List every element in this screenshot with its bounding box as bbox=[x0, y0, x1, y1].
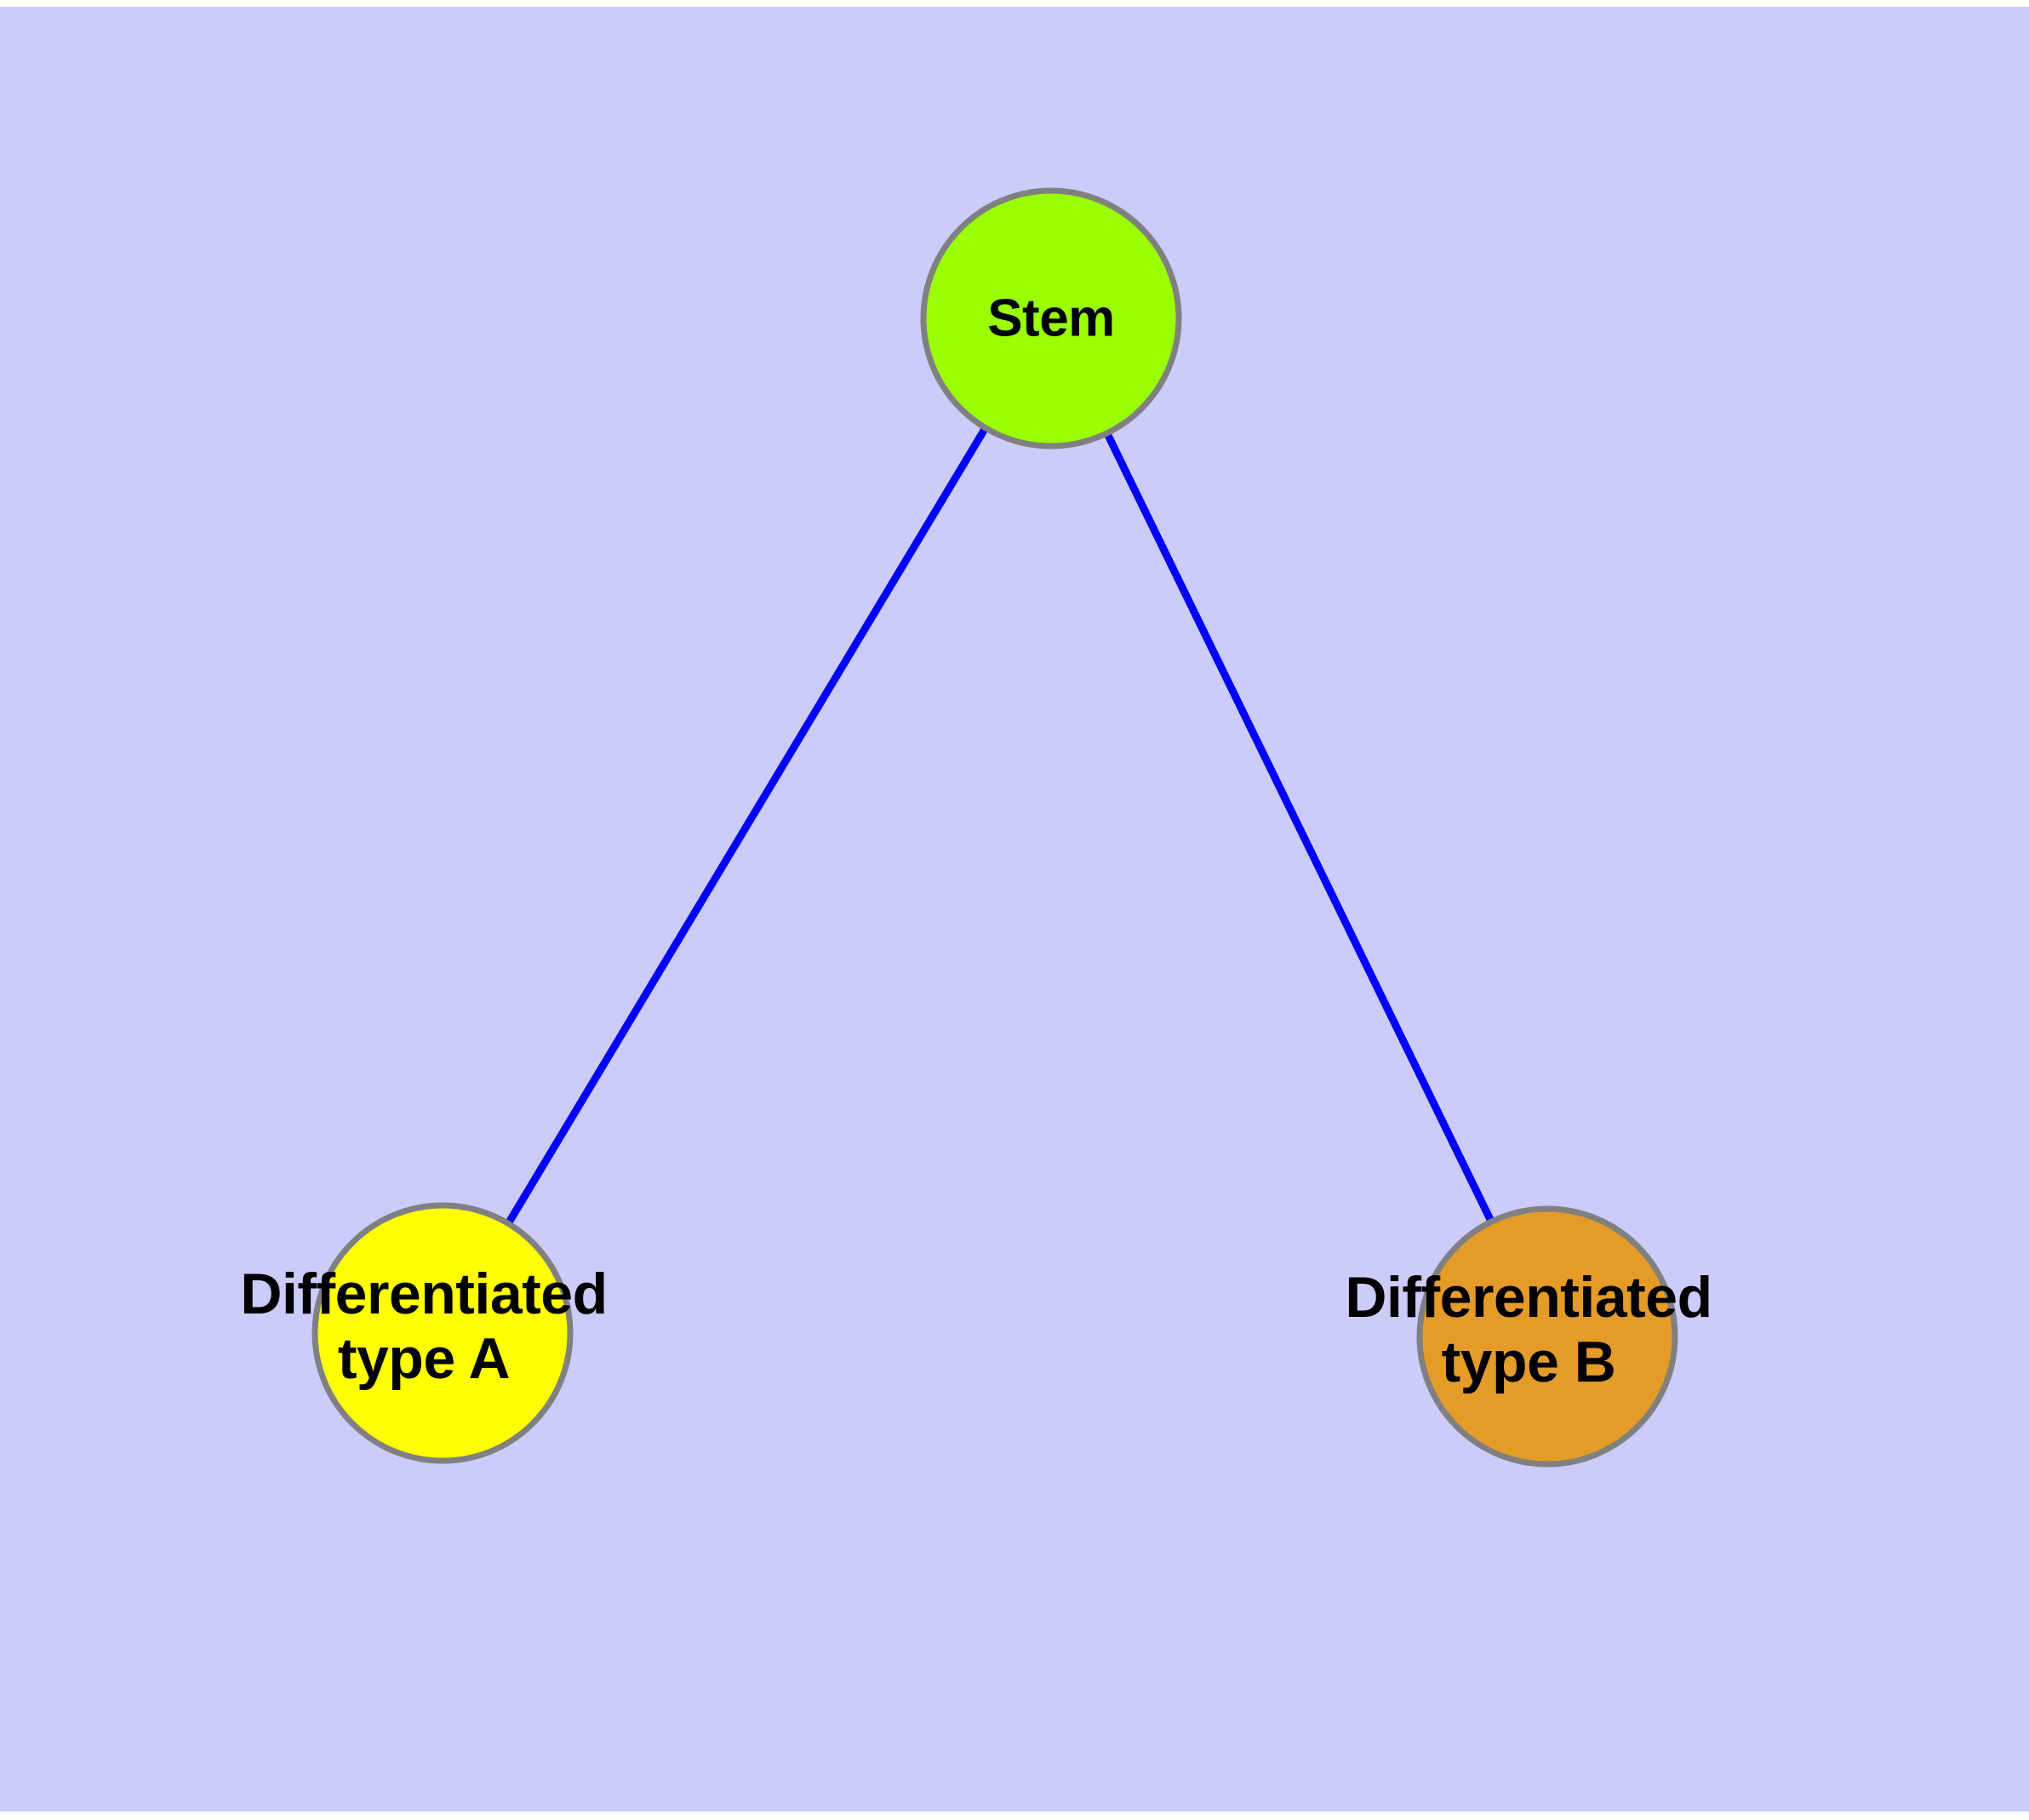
edge-stem-to-differentiated-type-a bbox=[439, 316, 1055, 1336]
edge-stem-to-differentiated-type-b bbox=[1047, 317, 1552, 1338]
node-differentiated-type-a[interactable] bbox=[311, 1202, 574, 1464]
node-stem[interactable] bbox=[920, 187, 1182, 449]
diagram-plot-area: Stem Differentiated type A Differentiate… bbox=[0, 7, 2029, 1811]
cell-differentiation-graph bbox=[311, 187, 1678, 1468]
edge-layer bbox=[439, 316, 1552, 1338]
node-layer bbox=[311, 187, 1678, 1468]
node-differentiated-type-b[interactable] bbox=[1416, 1205, 1678, 1468]
